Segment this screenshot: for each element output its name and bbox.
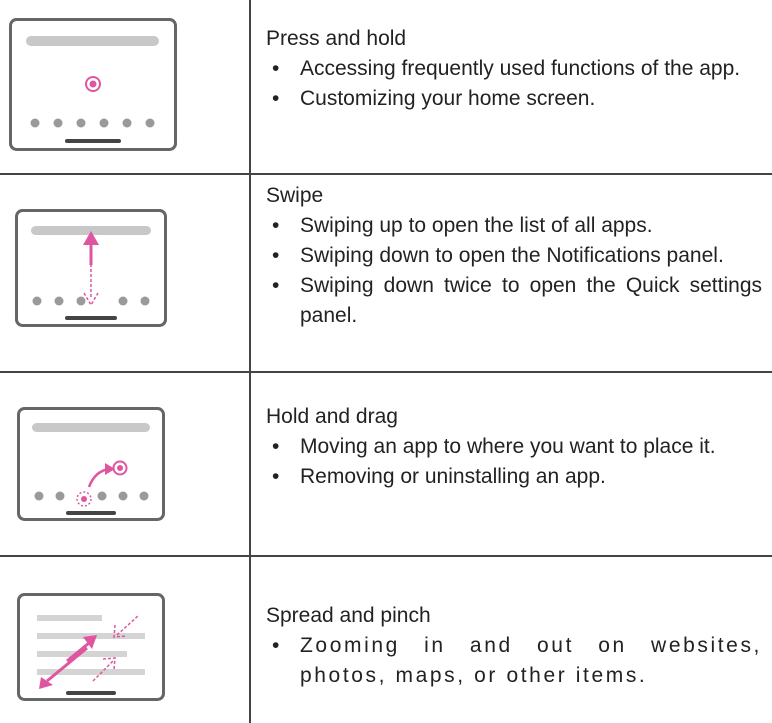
swipe-illustration — [0, 175, 249, 371]
row-divider — [0, 371, 772, 373]
swipe-description: Swipe •Swiping up to open the list of al… — [266, 181, 762, 331]
bullet-icon: • — [272, 435, 280, 458]
hold-and-drag-description: Hold and drag •Moving an app to where yo… — [266, 402, 762, 492]
bullet-icon: • — [272, 87, 280, 110]
bullet-icon: • — [272, 57, 280, 80]
hold-and-drag-gesture-icon — [17, 407, 165, 521]
row-divider — [0, 173, 772, 175]
section-title: Swipe — [266, 184, 324, 207]
spread-and-pinch-illustration — [0, 557, 249, 723]
bullet-icon: • — [272, 214, 280, 237]
list-item: •Swiping down twice to open the Quick se… — [266, 271, 762, 331]
list-item: •Zooming in and out on websites, photos,… — [266, 631, 762, 691]
list-item: •Accessing frequently used functions of … — [266, 54, 762, 84]
press-and-hold-illustration — [0, 0, 249, 173]
swipe-gesture-icon — [15, 209, 167, 327]
bullet-icon: • — [272, 244, 280, 267]
press-and-hold-description: Press and hold •Accessing frequently use… — [266, 24, 762, 114]
bullet-icon: • — [272, 634, 282, 657]
column-divider — [249, 0, 251, 723]
hold-and-drag-illustration — [0, 373, 249, 555]
list-item: •Removing or uninstalling an app. — [266, 462, 762, 492]
section-title: Press and hold — [266, 27, 407, 50]
spread-and-pinch-gesture-icon — [17, 593, 165, 701]
row-divider — [0, 555, 772, 557]
list-item: •Moving an app to where you want to plac… — [266, 432, 762, 462]
section-title: Hold and drag — [266, 405, 398, 428]
bullet-icon: • — [272, 274, 280, 297]
spread-and-pinch-description: Spread and pinch •Zooming in and out on … — [266, 601, 762, 691]
list-item: •Customizing your home screen. — [266, 84, 762, 114]
bullet-icon: • — [272, 465, 280, 488]
press-and-hold-gesture-icon — [9, 18, 177, 151]
section-title: Spread and pinch — [266, 604, 431, 627]
list-item: •Swiping up to open the list of all apps… — [266, 211, 762, 241]
list-item: •Swiping down to open the Notifications … — [266, 241, 762, 271]
